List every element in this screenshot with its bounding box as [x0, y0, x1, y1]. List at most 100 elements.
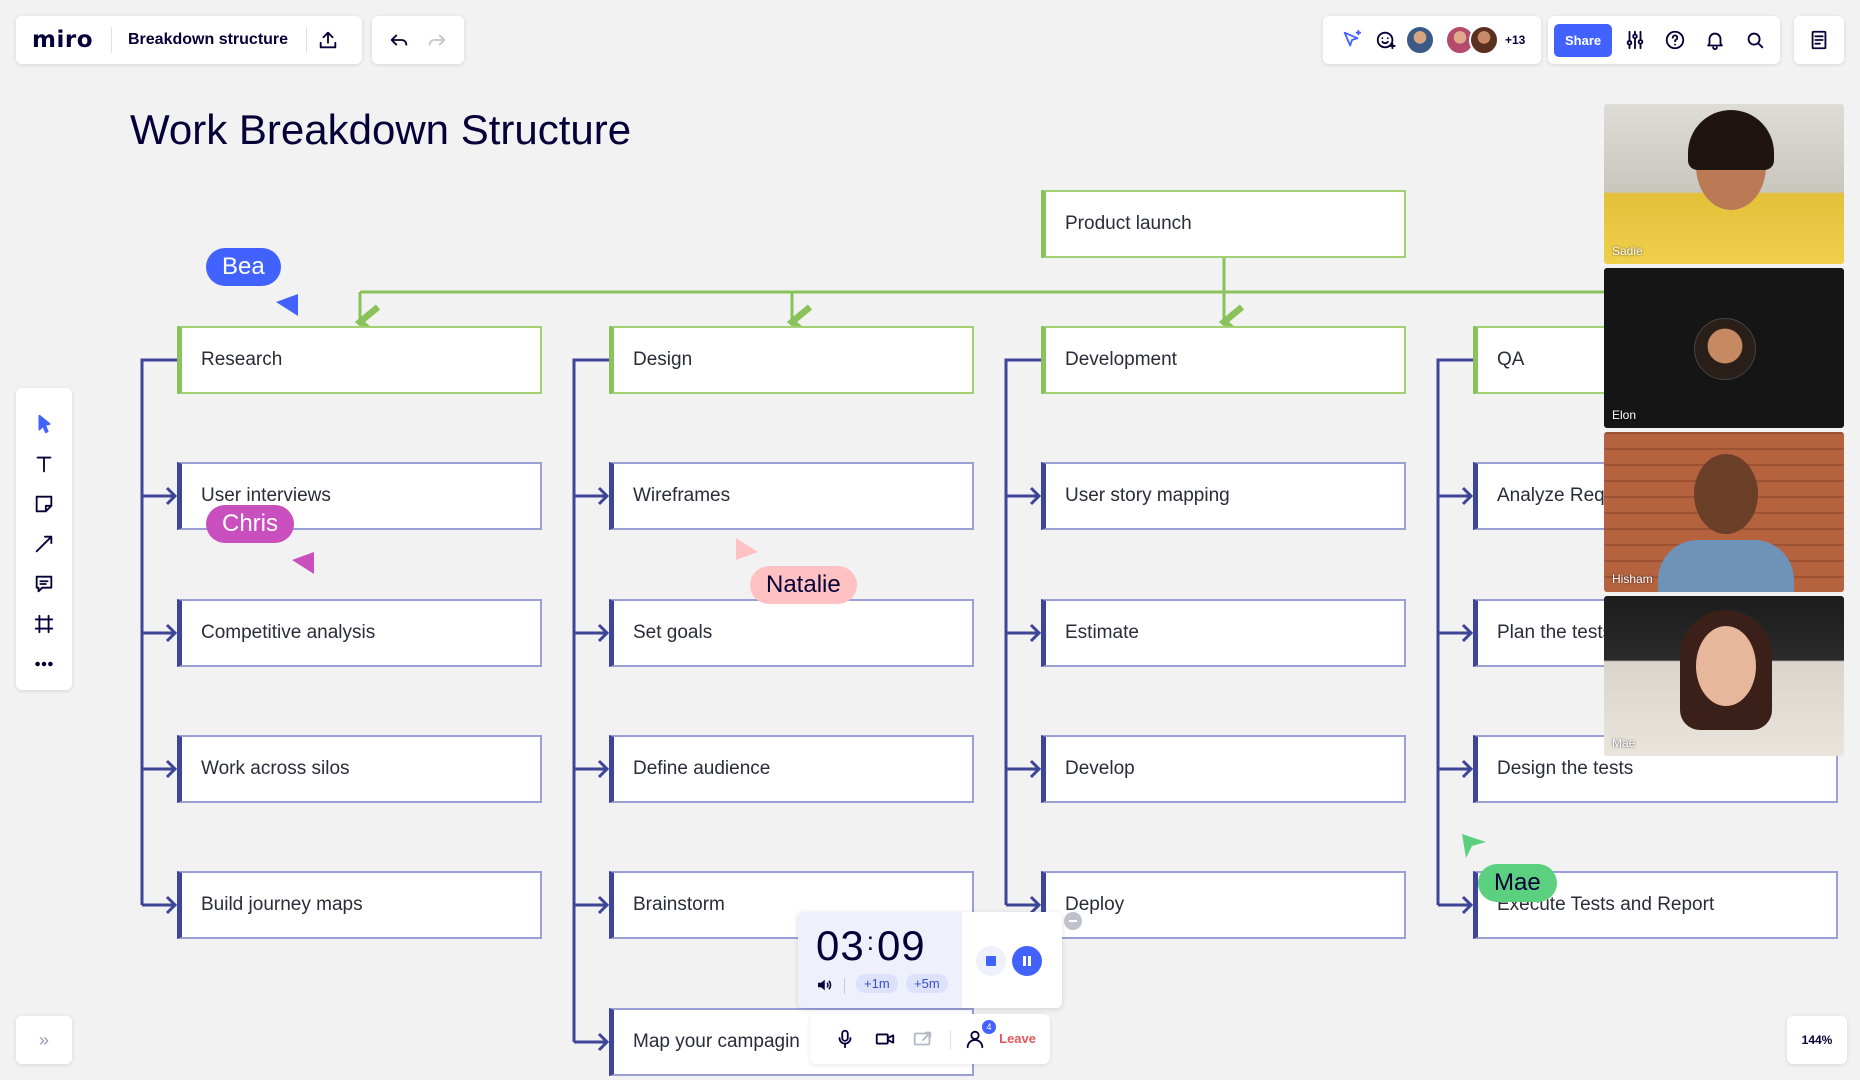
- notes-button[interactable]: [1802, 23, 1836, 57]
- arrow-head: [1029, 895, 1042, 915]
- miro-logo[interactable]: miro: [32, 27, 93, 53]
- arrow-head: [1461, 486, 1474, 506]
- video-tile-elon[interactable]: Elon: [1604, 268, 1844, 428]
- column-header-research[interactable]: Research: [177, 326, 542, 394]
- settings-button[interactable]: [1618, 23, 1652, 57]
- task-node[interactable]: Deploy: [1041, 871, 1406, 939]
- stop-timer-button[interactable]: [976, 946, 1006, 976]
- pause-timer-button[interactable]: [1012, 946, 1042, 976]
- arrow-head: [597, 1032, 610, 1052]
- add-five-minutes-button[interactable]: +5m: [906, 974, 948, 993]
- microphone-button[interactable]: [828, 1022, 862, 1056]
- frame-tool[interactable]: [26, 604, 62, 644]
- divider: [306, 27, 308, 53]
- video-tile-mae[interactable]: Mae: [1604, 596, 1844, 756]
- comment-icon: [35, 575, 53, 593]
- task-node[interactable]: Wireframes: [609, 462, 974, 530]
- board-title[interactable]: Work Breakdown Structure: [130, 106, 632, 153]
- frame-icon: [34, 614, 54, 634]
- pause-icon: [1023, 956, 1031, 966]
- avatar[interactable]: [1405, 25, 1435, 55]
- close-timer-button[interactable]: [1064, 912, 1082, 930]
- volume-icon[interactable]: [814, 976, 834, 994]
- participants-button[interactable]: [958, 1022, 992, 1056]
- add-one-minute-button[interactable]: +1m: [856, 974, 898, 993]
- export-button[interactable]: [311, 23, 345, 57]
- line-icon: [35, 535, 53, 553]
- video-tile-hisham[interactable]: Hisham: [1604, 432, 1844, 592]
- comment-tool[interactable]: [26, 564, 62, 604]
- column-header-design[interactable]: Design: [609, 326, 974, 394]
- branch-trunk: [1004, 358, 1041, 905]
- board-menu: [1794, 16, 1844, 64]
- redo-icon: [428, 34, 446, 46]
- participant-face: [1694, 454, 1758, 534]
- task-node[interactable]: Work across silos: [177, 735, 542, 803]
- history-controls: [372, 16, 464, 64]
- bell-icon: [1707, 32, 1723, 51]
- arrow-head: [597, 895, 610, 915]
- notifications-button[interactable]: [1698, 23, 1732, 57]
- arrow-head: [597, 759, 610, 779]
- arrow-head: [1461, 895, 1474, 915]
- select-icon: [38, 414, 51, 434]
- search-icon: [1747, 32, 1764, 49]
- double-chevron-right-icon: »: [38, 1029, 49, 1050]
- sticky-note-tool[interactable]: [26, 484, 62, 524]
- branch-trunk: [572, 358, 609, 1042]
- camera-button[interactable]: [868, 1022, 902, 1056]
- task-node[interactable]: Set goals: [609, 599, 974, 667]
- more-tools[interactable]: [26, 644, 62, 684]
- participant-count-badge: 4: [982, 1020, 996, 1034]
- line-tool[interactable]: [26, 524, 62, 564]
- participant-name: Elon: [1612, 408, 1637, 422]
- task-node[interactable]: Define audience: [609, 735, 974, 803]
- timer-display: 03:09 +1m +5m: [798, 912, 962, 1008]
- stop-icon: [986, 956, 996, 966]
- screen-share-button[interactable]: [906, 1022, 940, 1056]
- arrow-head: [1029, 623, 1042, 643]
- cursor-pointer-icon: [736, 538, 758, 560]
- root-node[interactable]: Product launch: [1041, 190, 1406, 258]
- participant-name: Hisham: [1612, 572, 1653, 586]
- task-node[interactable]: Build journey maps: [177, 871, 542, 939]
- cursor-pointer-icon: [292, 552, 314, 574]
- search-button[interactable]: [1738, 23, 1772, 57]
- column-header-development[interactable]: Development: [1041, 326, 1406, 394]
- cursor-follow-icon: [1343, 29, 1362, 47]
- leave-call-button[interactable]: Leave: [999, 1031, 1036, 1046]
- task-node[interactable]: User story mapping: [1041, 462, 1406, 530]
- cursor-label-chris: Chris: [206, 505, 295, 543]
- undo-button[interactable]: [382, 23, 416, 57]
- expand-panel-button[interactable]: »: [16, 1016, 72, 1064]
- creation-toolbar: [16, 388, 72, 690]
- avatar[interactable]: [1469, 25, 1499, 55]
- call-controls: 4 Leave: [810, 1014, 1050, 1064]
- participant-name: Sadie: [1612, 244, 1643, 258]
- divider: [111, 27, 112, 53]
- collaborators-count[interactable]: +13: [1505, 33, 1526, 47]
- select-tool[interactable]: [26, 404, 62, 444]
- zoom-level[interactable]: 144%: [1787, 1016, 1847, 1064]
- video-tile-sadie[interactable]: Sadie: [1604, 104, 1844, 264]
- help-button[interactable]: [1658, 23, 1692, 57]
- task-node[interactable]: Develop: [1041, 735, 1406, 803]
- collaboration-bar: +13: [1323, 16, 1541, 64]
- undo-icon: [390, 34, 408, 46]
- timer-seconds: 09: [876, 922, 926, 969]
- redo-button[interactable]: [420, 23, 454, 57]
- arrow-head: [1461, 623, 1474, 643]
- reactions-button[interactable]: [1369, 23, 1403, 57]
- task-node[interactable]: Estimate: [1041, 599, 1406, 667]
- task-node[interactable]: Competitive analysis: [177, 599, 542, 667]
- timer-minutes: 03: [816, 922, 865, 969]
- avatar[interactable]: [1445, 25, 1475, 55]
- emoji-add-icon: [1376, 31, 1396, 50]
- text-icon: [36, 456, 52, 473]
- share-button[interactable]: Share: [1554, 23, 1613, 57]
- screen-share-icon: [913, 1031, 932, 1046]
- text-tool[interactable]: [26, 444, 62, 484]
- follow-cursors-button[interactable]: [1335, 23, 1369, 57]
- board-name[interactable]: Breakdown structure: [128, 31, 289, 48]
